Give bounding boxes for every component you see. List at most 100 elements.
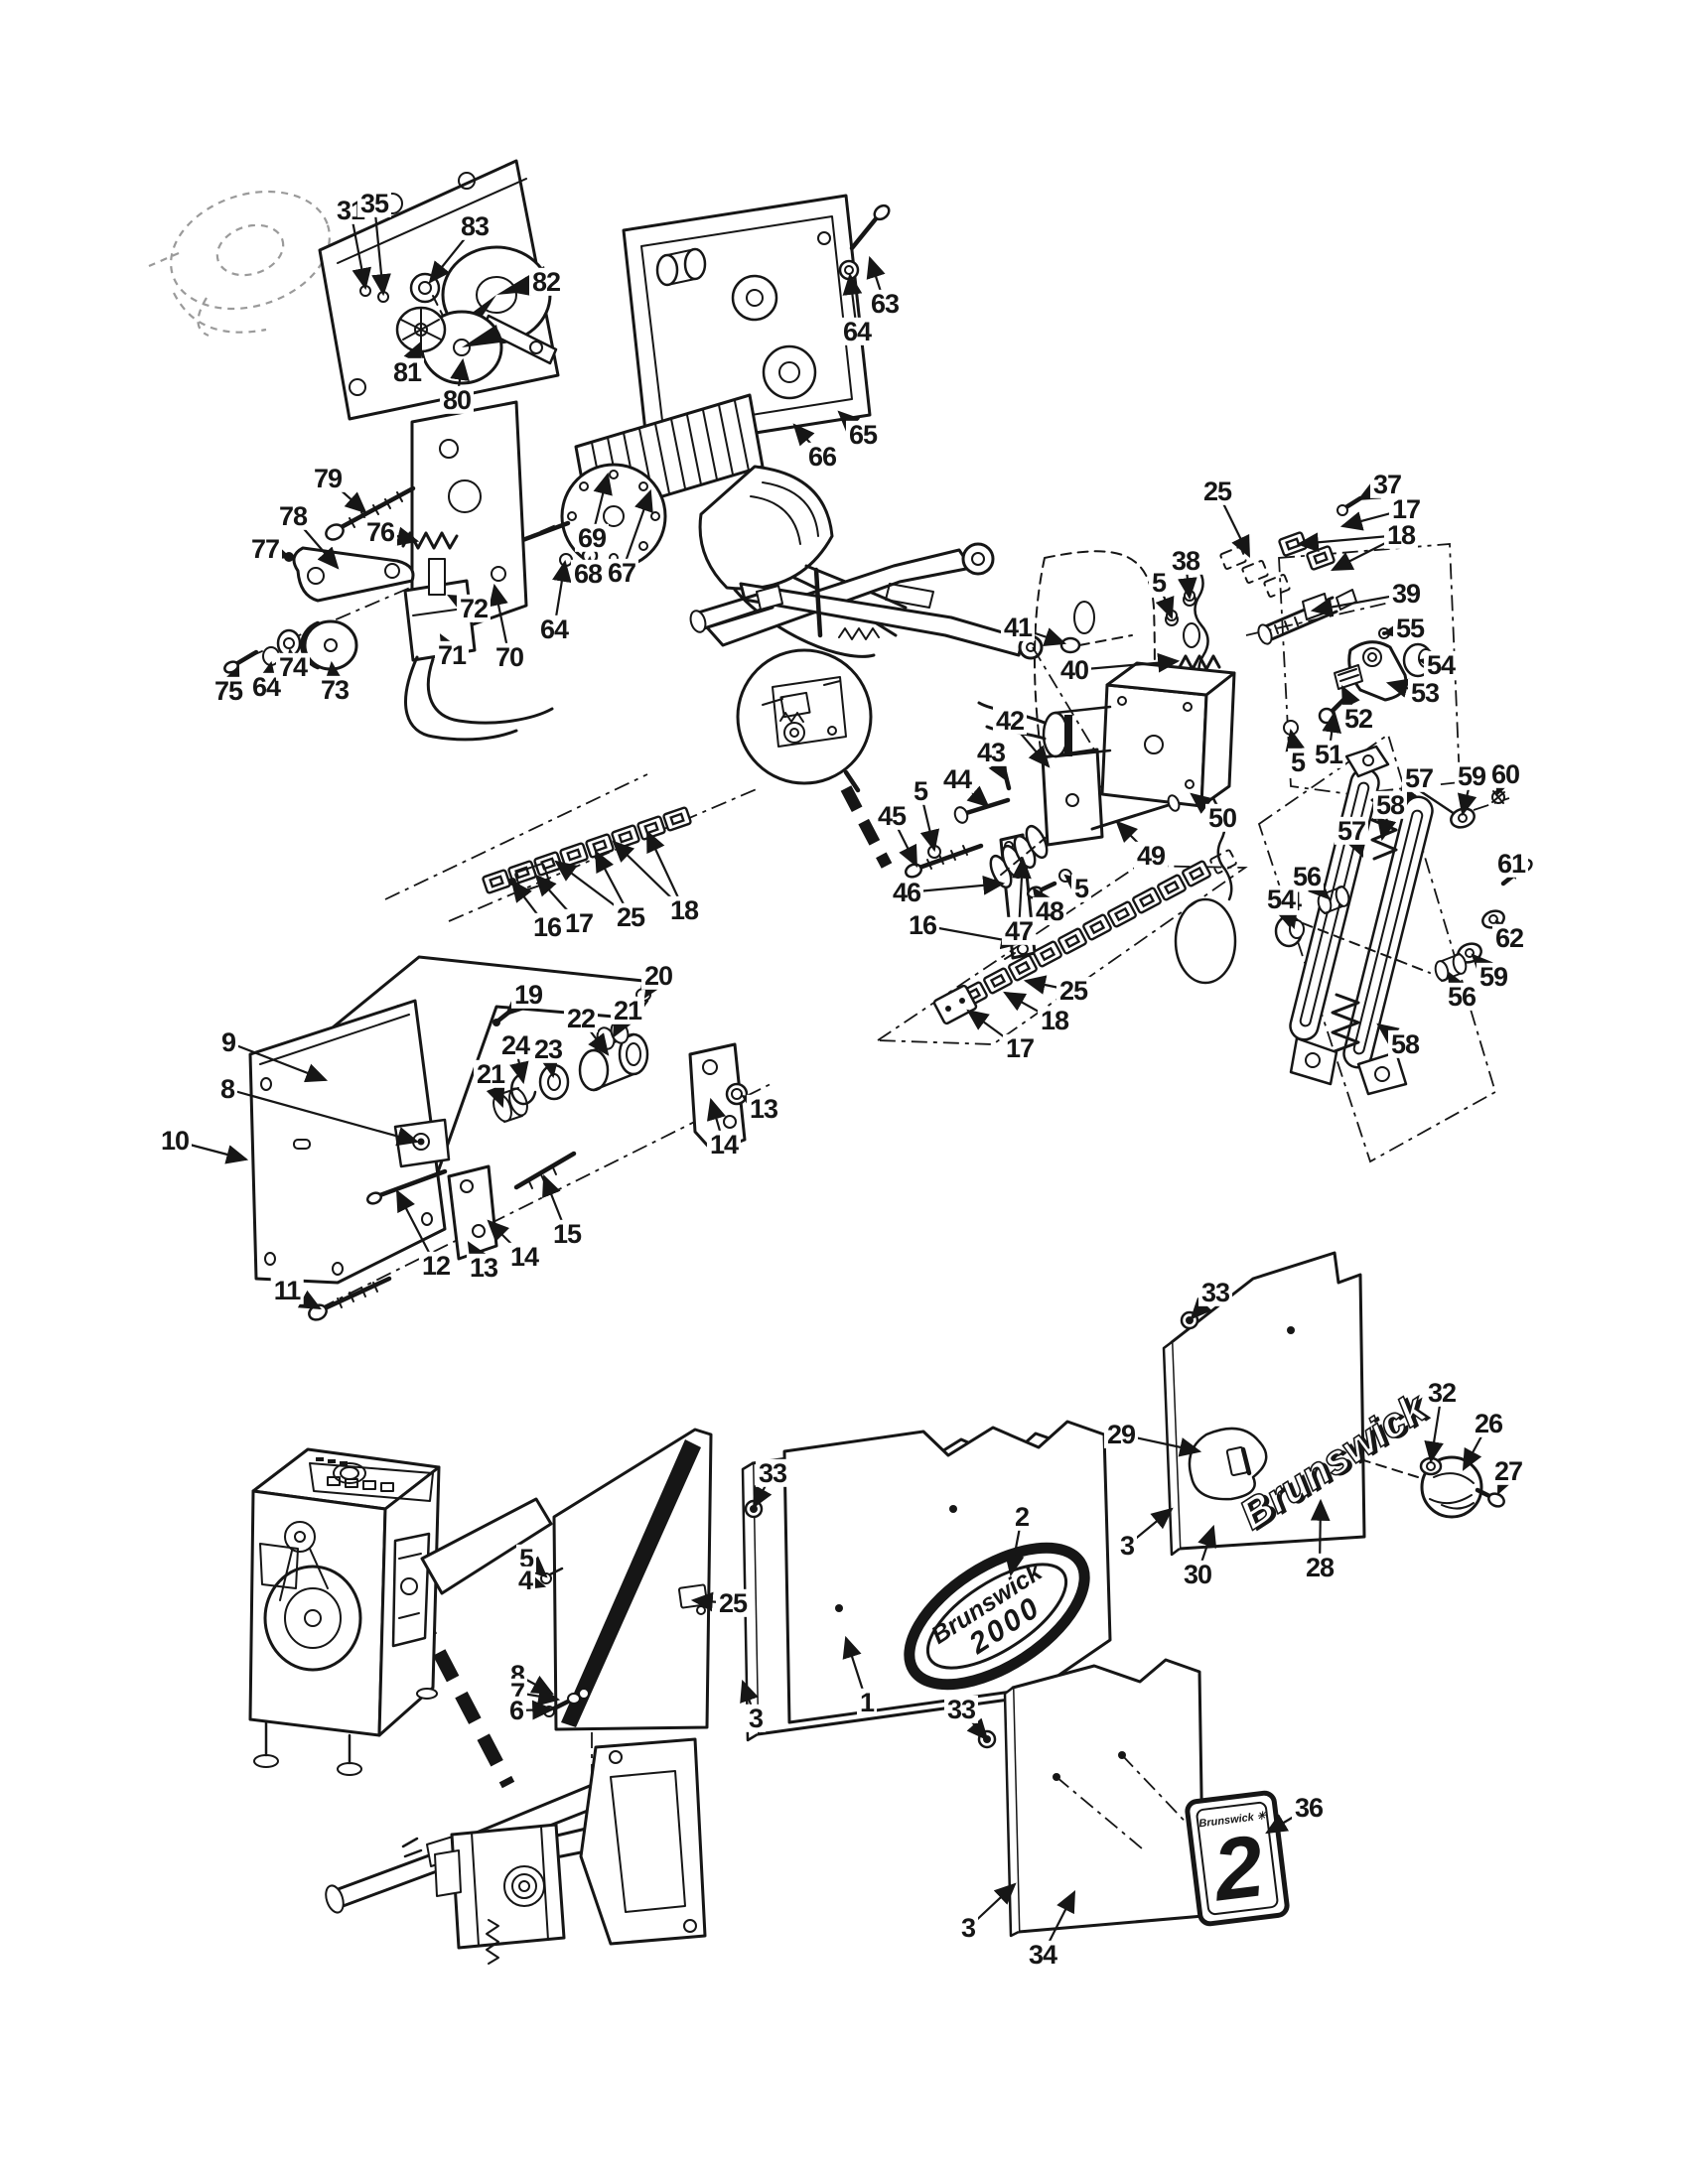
callout-43: 43 <box>973 738 1009 766</box>
callout-56: 56 <box>1289 862 1325 890</box>
callout-50: 50 <box>1204 803 1240 832</box>
callout-32: 32 <box>1424 1378 1460 1407</box>
callout-41: 41 <box>1000 613 1036 641</box>
callout-24: 24 <box>497 1030 533 1059</box>
callout-19: 19 <box>510 980 546 1009</box>
panel-group-bottom: Brunswick ✳ 2 <box>1003 1658 1290 1938</box>
pointer-arrow-top <box>840 785 893 869</box>
leader-line-8 <box>226 1087 420 1147</box>
callout-53: 53 <box>1407 678 1443 707</box>
callout-10: 10 <box>157 1126 193 1155</box>
callout-59: 59 <box>1476 962 1511 991</box>
callout-29: 29 <box>1103 1420 1139 1448</box>
frame-assembly <box>248 955 775 1321</box>
callout-5: 5 <box>1287 748 1309 776</box>
callout-21: 21 <box>473 1059 508 1088</box>
callout-73: 73 <box>317 675 352 704</box>
end-plate-assembly <box>318 159 560 421</box>
callout-18: 18 <box>1383 520 1419 549</box>
callout-5: 5 <box>1148 568 1170 597</box>
callout-13: 13 <box>466 1253 501 1282</box>
callout-23: 23 <box>530 1034 566 1063</box>
callout-12: 12 <box>418 1251 454 1280</box>
upper-chain <box>384 773 760 922</box>
callout-25: 25 <box>613 902 648 931</box>
callout-5: 5 <box>515 1544 537 1572</box>
leader-line-18 <box>1296 532 1402 553</box>
callout-76: 76 <box>362 517 398 546</box>
callout-83: 83 <box>457 211 492 240</box>
callout-14: 14 <box>706 1130 742 1159</box>
callout-62: 62 <box>1491 923 1527 952</box>
callout-4: 4 <box>514 1566 536 1594</box>
callout-9: 9 <box>217 1027 239 1056</box>
callout-18: 18 <box>1037 1006 1072 1034</box>
callout-46: 46 <box>889 878 924 906</box>
gear-cover <box>622 194 891 452</box>
callout-57: 57 <box>1334 816 1369 845</box>
callout-14: 14 <box>506 1242 542 1271</box>
ghost-pulley-assembly <box>148 190 331 338</box>
callout-25: 25 <box>1055 976 1091 1005</box>
long-chain <box>875 849 1248 1045</box>
number-2-badge: Brunswick ✳ 2 <box>1185 1790 1290 1927</box>
callout-63: 63 <box>867 289 903 318</box>
lifting-arm-assembly <box>689 542 1098 793</box>
callout-44: 44 <box>939 764 975 793</box>
callout-20: 20 <box>640 961 676 990</box>
callout-25: 25 <box>715 1588 751 1617</box>
callout-5: 5 <box>1070 874 1092 902</box>
callout-11: 11 <box>270 1276 304 1304</box>
callout-69: 69 <box>574 523 610 552</box>
callout-37: 37 <box>1369 470 1405 498</box>
callout-40: 40 <box>1056 655 1092 684</box>
machine-unit <box>248 1447 553 1776</box>
leader-line-9 <box>227 1040 329 1083</box>
callout-34: 34 <box>1025 1940 1060 1969</box>
callout-16: 16 <box>529 912 565 941</box>
callout-27: 27 <box>1490 1456 1526 1485</box>
callout-21: 21 <box>610 996 645 1024</box>
callout-67: 67 <box>604 558 639 587</box>
callout-66: 66 <box>804 442 840 471</box>
callout-59: 59 <box>1454 761 1489 790</box>
leader-line-35 <box>371 203 391 297</box>
callout-15: 15 <box>549 1219 585 1248</box>
callout-35: 35 <box>356 189 392 217</box>
callout-33: 33 <box>943 1695 979 1723</box>
callout-38: 38 <box>1168 546 1203 575</box>
callout-71: 71 <box>434 640 470 669</box>
callout-26: 26 <box>1471 1409 1506 1437</box>
callout-81: 81 <box>389 357 425 386</box>
callout-39: 39 <box>1388 579 1424 608</box>
callout-6: 6 <box>505 1696 527 1724</box>
callout-64: 64 <box>536 614 572 643</box>
callout-22: 22 <box>563 1004 599 1032</box>
callout-58: 58 <box>1387 1029 1423 1058</box>
pointer-arrow-bottom <box>410 1606 515 1789</box>
callout-54: 54 <box>1423 650 1459 679</box>
callout-16: 16 <box>905 910 940 939</box>
callout-60: 60 <box>1487 759 1523 788</box>
callout-8: 8 <box>216 1074 238 1103</box>
callout-33: 33 <box>1197 1278 1233 1306</box>
callout-74: 74 <box>275 652 311 681</box>
callout-55: 55 <box>1392 614 1428 642</box>
callout-5: 5 <box>910 776 931 805</box>
callout-42: 42 <box>992 706 1028 735</box>
callout-17: 17 <box>1002 1033 1038 1062</box>
callout-58: 58 <box>1372 790 1408 819</box>
callout-70: 70 <box>492 642 527 671</box>
callout-51: 51 <box>1311 740 1346 768</box>
callout-1: 1 <box>856 1688 878 1716</box>
leader-line-40 <box>1073 652 1181 673</box>
callout-17: 17 <box>561 908 597 937</box>
callout-77: 77 <box>247 534 283 563</box>
callout-80: 80 <box>439 385 475 414</box>
callout-45: 45 <box>874 801 910 830</box>
callout-57: 57 <box>1401 763 1437 792</box>
callout-47: 47 <box>1001 916 1037 945</box>
callout-49: 49 <box>1133 841 1169 870</box>
callout-75: 75 <box>211 676 246 705</box>
